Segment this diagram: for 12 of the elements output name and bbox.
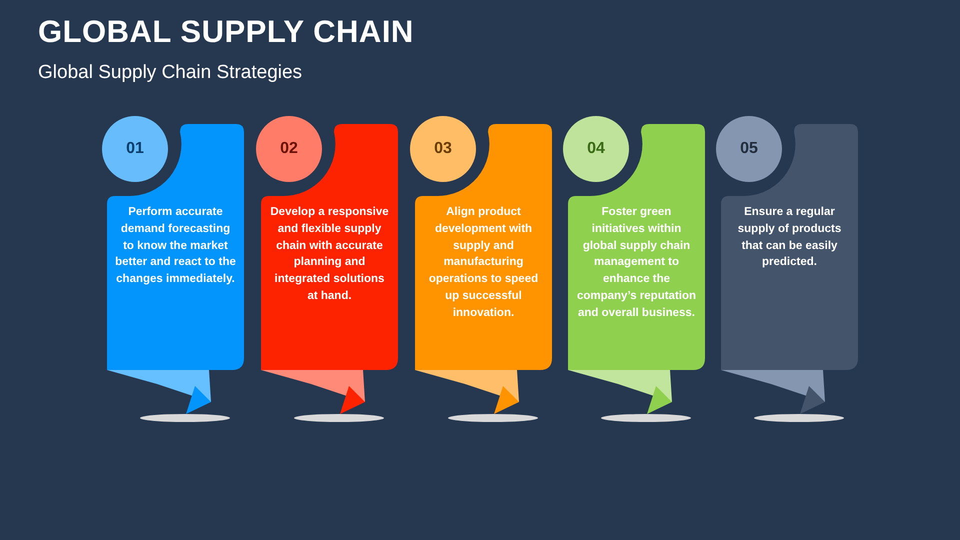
number-badge: 03 (410, 116, 476, 182)
subtitle: Global Supply Chain Strategies (38, 62, 302, 84)
number-badge: 04 (563, 116, 629, 182)
card-text: Ensure a regular supply of products that can be easily predicted. (736, 205, 842, 270)
number-badge: 05 (716, 116, 782, 182)
number-badge: 01 (102, 116, 168, 182)
number-badge: 02 (256, 116, 322, 182)
card-text: Foster green initiatives within global supply chain management to enhance the company’s reputation and overall business. (576, 205, 697, 321)
slide-title: GLOBAL SUPPLY CHAIN (38, 14, 414, 50)
card-text: Perform accurate demand forecasting to know the market better and react to the changes immediately. (115, 205, 236, 288)
card-text: Develop a responsive and flexible supply chain with accurate planning and integrated solutions at hand. (269, 205, 390, 304)
card-text: Align product development with supply and manufacturing operations to speed up successful innovation. (428, 205, 540, 321)
